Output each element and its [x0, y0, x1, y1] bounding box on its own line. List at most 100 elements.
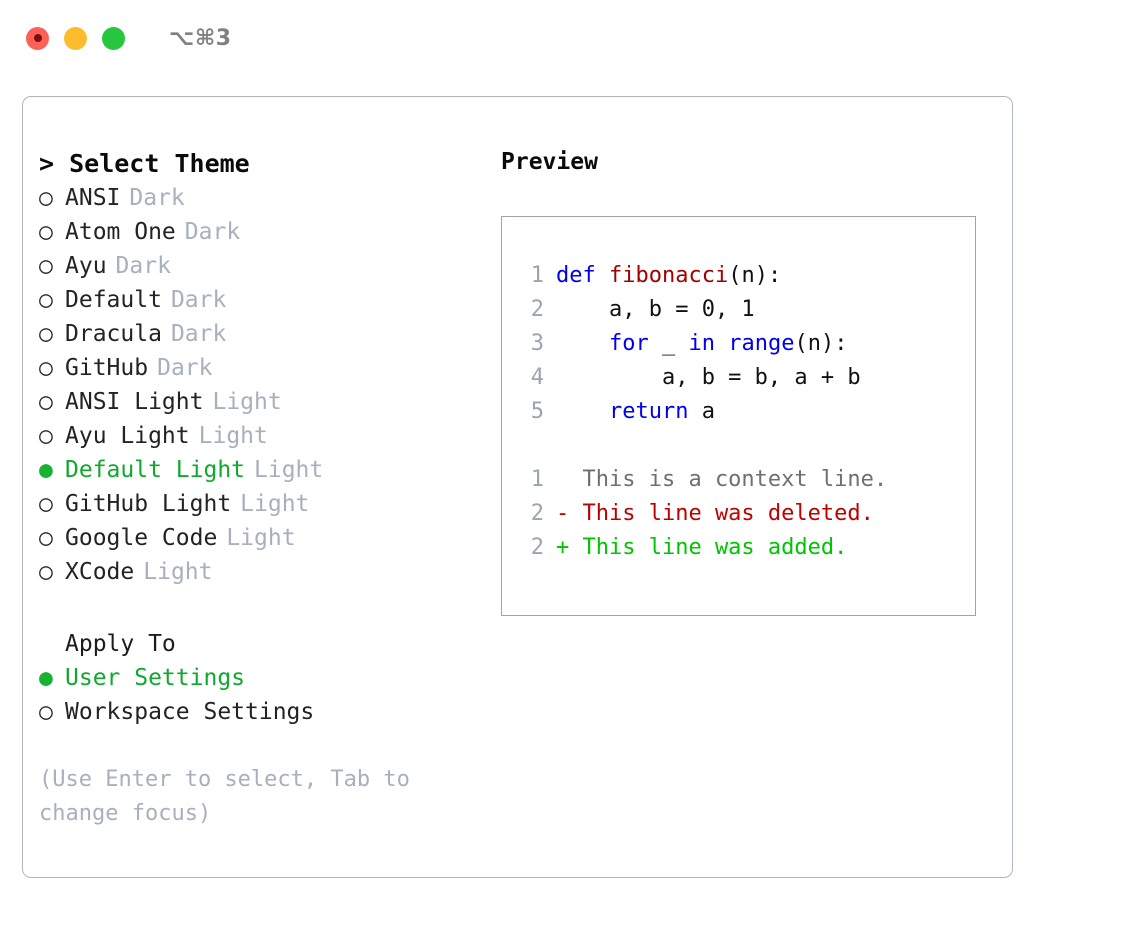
code-token: a: [688, 399, 715, 424]
radio-unselected-icon: ○: [39, 525, 53, 551]
apply-to-options: ● User Settings ○Workspace Settings: [39, 661, 479, 729]
theme-category-label: Light: [254, 457, 324, 483]
line-number: 2: [530, 297, 544, 322]
radio-unselected-icon: ○: [39, 219, 53, 245]
theme-list-item[interactable]: ○ Ayu Light Light: [39, 419, 479, 453]
line-number: 4: [530, 365, 544, 390]
theme-name: Atom One: [65, 219, 176, 245]
apply-to-option[interactable]: ○Workspace Settings: [39, 695, 479, 729]
diff-line: 1 This is a context line.: [514, 463, 969, 497]
code-token: [715, 331, 728, 356]
apply-to-label: Workspace Settings: [65, 699, 315, 725]
close-button[interactable]: [26, 26, 49, 50]
theme-category-label: Dark: [129, 185, 185, 211]
diff-text: + This line was added.: [556, 535, 848, 560]
theme-list-item[interactable]: ○ Ayu Dark: [39, 249, 479, 283]
code-line: 2 a, b = 0, 1: [514, 293, 969, 327]
radio-unselected-icon: ○: [39, 491, 53, 517]
preview-heading: Preview: [501, 149, 598, 175]
theme-list-item[interactable]: ○ Atom One Dark: [39, 215, 479, 249]
radio-unselected-icon: ○: [39, 287, 53, 313]
code-token: for: [608, 331, 649, 356]
radio-unselected-icon: ○: [39, 355, 53, 381]
apply-to-option[interactable]: ● User Settings: [39, 661, 479, 695]
window-controls: [26, 26, 125, 50]
theme-name: ANSI Light: [65, 389, 204, 415]
theme-name: Ayu: [65, 253, 107, 279]
line-number: 1: [530, 467, 544, 492]
window-title-shortcut: ⌥⌘3: [169, 25, 232, 51]
code-text: a, b = 0, 1: [556, 293, 755, 327]
theme-category-label: Light: [143, 559, 213, 585]
line-number: 2: [530, 535, 544, 560]
theme-name: GitHub: [65, 355, 149, 381]
theme-category-label: Light: [198, 423, 268, 449]
apply-to-label: User Settings: [65, 665, 246, 691]
code-token: _: [648, 331, 689, 356]
diff-text: This is a context line.: [556, 467, 888, 492]
radio-unselected-icon: ○: [39, 185, 53, 211]
select-theme-heading: > Select Theme: [39, 149, 250, 178]
code-token: fibonacci: [608, 263, 729, 288]
title-bar: ⌥⌘3: [0, 0, 1140, 76]
theme-category-label: Light: [226, 525, 296, 551]
radio-selected-icon: ●: [39, 665, 53, 691]
theme-category-label: Dark: [170, 321, 227, 347]
radio-unselected-icon: ○: [39, 253, 53, 279]
minimize-button[interactable]: [64, 26, 87, 50]
theme-list-item[interactable]: ○ Default Dark: [39, 283, 479, 317]
theme-name: Dracula: [65, 321, 162, 347]
line-number: 2: [530, 501, 544, 526]
theme-list-item[interactable]: ○ GitHub Light Light: [39, 487, 479, 521]
radio-unselected-icon: ○: [39, 423, 53, 449]
radio-unselected-icon: ○: [39, 559, 53, 585]
theme-name: GitHub Light: [65, 491, 232, 517]
radio-unselected-icon: ○: [39, 321, 53, 347]
maximize-button[interactable]: [102, 26, 125, 50]
theme-name: Ayu Light: [65, 423, 190, 449]
theme-category-label: Light: [212, 389, 282, 415]
code-token: in: [688, 331, 715, 356]
code-text: return a: [556, 395, 715, 429]
code-token: (n):: [728, 263, 782, 288]
radio-selected-icon: ●: [39, 457, 53, 483]
code-token: def: [556, 263, 609, 288]
theme-category-label: Dark: [115, 253, 171, 279]
code-line: 3 for _ in range(n):: [514, 327, 969, 361]
code-token: (n):: [794, 331, 848, 356]
theme-list-item[interactable]: ○ Dracula Dark: [39, 317, 479, 351]
theme-name: Default Light: [65, 457, 246, 483]
code-token: return: [608, 399, 689, 424]
apply-to-heading: Apply To: [65, 631, 176, 657]
keyboard-hint: (Use Enter to select, Tab to change focu…: [39, 767, 410, 826]
code-diff-spacer: [514, 429, 969, 463]
code-line: 5 return a: [514, 395, 969, 429]
theme-list-item[interactable]: ● Default Light Light: [39, 453, 479, 487]
code-token: [556, 399, 609, 424]
theme-list-item[interactable]: ○ ANSI Dark: [39, 181, 479, 215]
apply-to-section: Apply To ● User Settings ○Workspace Settin…: [39, 627, 479, 729]
theme-name: Default: [65, 287, 162, 313]
diff-line: 2- This line was deleted.: [514, 497, 969, 531]
theme-name: ANSI: [65, 185, 121, 211]
code-text: a, b = b, a + b: [556, 361, 861, 395]
code-token: [556, 331, 609, 356]
theme-category-label: Dark: [184, 219, 241, 245]
code-text: def fibonacci(n):: [556, 259, 781, 293]
code-token: a, b = 0, 1: [556, 297, 755, 322]
theme-category-label: Light: [240, 491, 310, 517]
theme-category-label: Dark: [170, 287, 227, 313]
code-text: for _ in range(n):: [556, 327, 847, 361]
